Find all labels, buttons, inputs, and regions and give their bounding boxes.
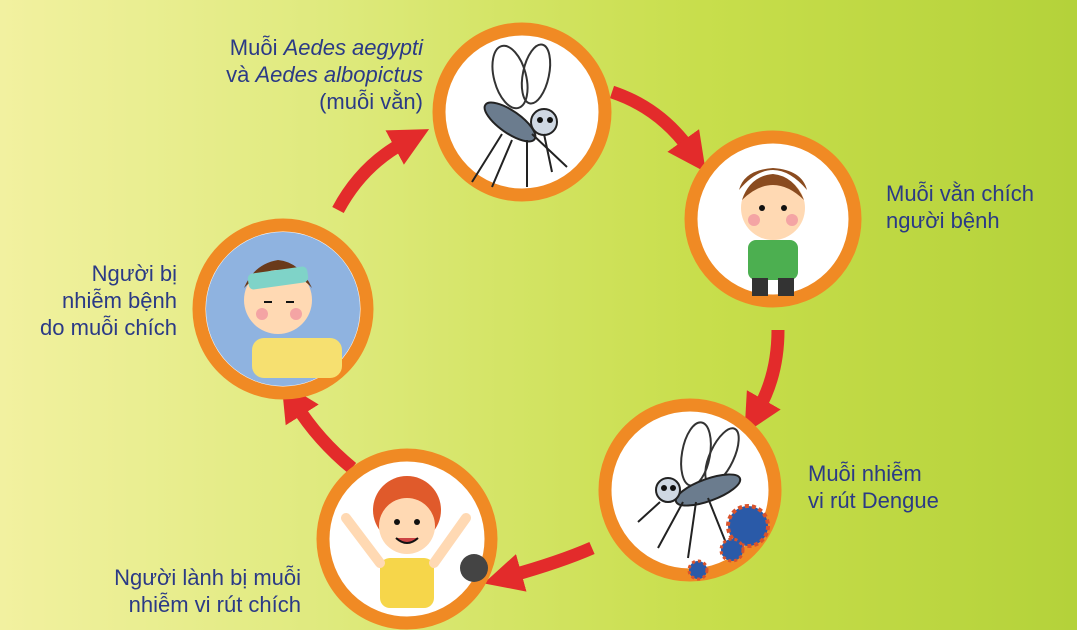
sick-in-bed-icon: [192, 218, 374, 400]
healthy-boy-icon: [316, 448, 498, 630]
node-infected-person: [192, 218, 374, 400]
node-healthy-person-bitten: [316, 448, 498, 630]
node-aedes-mosquito: [432, 22, 612, 202]
infected-mosquito-icon: [598, 398, 782, 582]
node-bites-sick-person: [684, 130, 862, 308]
label-infected-person: Người bị nhiễm bệnh do muỗi chích: [40, 260, 177, 341]
mosquito-icon: [432, 22, 612, 202]
label-infected-mosquito: Muỗi nhiễm vi rút Dengue: [808, 460, 939, 514]
label-healthy-person-bitten: Người lành bị muỗi nhiễm vi rút chích: [114, 564, 301, 618]
label-aedes-mosquito: Muỗi Aedes aegypti và Aedes albopictus (…: [226, 34, 423, 115]
label-bites-sick-person: Muỗi vằn chích người bệnh: [886, 180, 1034, 234]
sick-boy-icon: [684, 130, 862, 308]
node-infected-mosquito: [598, 398, 782, 582]
arrow-bedridden-to-mosquito: [338, 142, 405, 210]
arrow-infected-to-healthy: [510, 548, 592, 576]
arrow-mosquito-to-sick: [612, 92, 690, 150]
